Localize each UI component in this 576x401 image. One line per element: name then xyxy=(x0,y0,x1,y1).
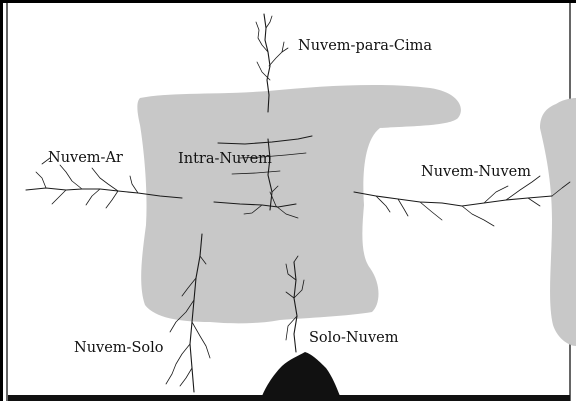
label-cloud-to-air: Nuvem-Ar xyxy=(48,150,123,166)
label-ground-to-cloud: Solo-Nuvem xyxy=(309,330,399,346)
label-cloud-to-ground: Nuvem-Solo xyxy=(74,340,163,356)
label-cloud-to-cloud: Nuvem-Nuvem xyxy=(421,164,531,180)
ground-line xyxy=(8,395,570,401)
label-cloud-upward: Nuvem-para-Cima xyxy=(298,38,432,54)
label-intra-cloud: Intra-Nuvem xyxy=(178,151,272,167)
